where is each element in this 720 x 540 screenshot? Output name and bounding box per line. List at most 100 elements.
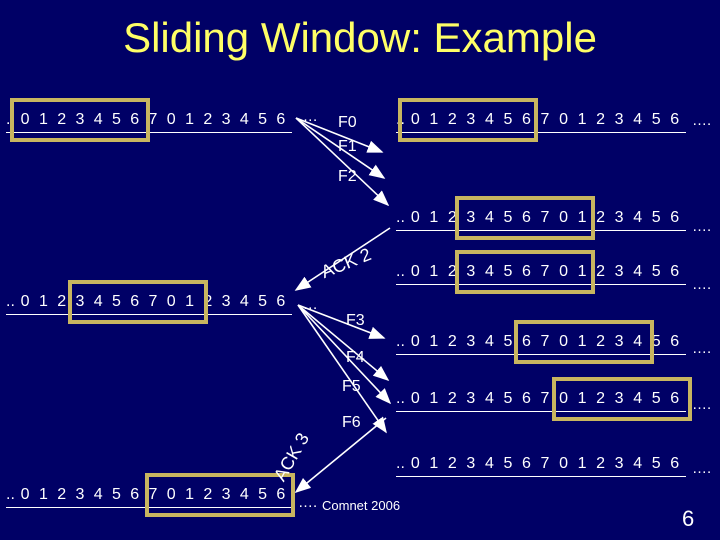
sequence-lead-dots: .. xyxy=(396,390,405,407)
sequence-number: 3 xyxy=(466,263,476,280)
sequence-number: 4 xyxy=(633,263,643,280)
sequence-number: 2 xyxy=(203,486,213,503)
sequence-number: 2 xyxy=(57,293,67,310)
sequence-number: 5 xyxy=(112,486,121,503)
sequence-number: 6 xyxy=(670,209,680,226)
sequence-number: 3 xyxy=(466,390,476,407)
sequence-number: 3 xyxy=(614,209,624,226)
sequence-number: 5 xyxy=(258,111,268,128)
receiver-trail-dots-2: …. xyxy=(692,218,712,235)
sequence-number: 6 xyxy=(670,455,680,472)
frame-label-f0: F0 xyxy=(338,114,357,131)
sequence-number: 4 xyxy=(93,293,103,310)
sequence-number: 2 xyxy=(447,209,457,226)
sequence-number: 0 xyxy=(559,263,568,280)
sequence-number: 6 xyxy=(522,263,531,280)
sequence-number: 0 xyxy=(166,111,176,128)
sequence-number: 7 xyxy=(540,263,550,280)
sequence-number: 6 xyxy=(522,209,531,226)
sequence-number: 3 xyxy=(614,455,624,472)
sender-trail-dots-3: …. xyxy=(298,494,318,511)
sequence-number: 5 xyxy=(651,333,661,350)
sequence-lead-dots: .. xyxy=(6,293,15,310)
sequence-number: 5 xyxy=(503,455,513,472)
sequence-number: 1 xyxy=(577,209,587,226)
sequence-number: 5 xyxy=(112,111,121,128)
sequence-number: 1 xyxy=(38,111,48,128)
sequence-number: 0 xyxy=(559,455,568,472)
sequence-number: 2 xyxy=(447,111,457,128)
sequence-number: 4 xyxy=(633,455,643,472)
sequence-number: 3 xyxy=(614,390,624,407)
sequence-number: 0 xyxy=(20,293,30,310)
sequence-number: 4 xyxy=(484,111,494,128)
sequence-number: 5 xyxy=(112,293,121,310)
sequence-number: 4 xyxy=(239,293,249,310)
sequence-number: 6 xyxy=(276,111,286,128)
receiver-window-5 xyxy=(552,377,692,421)
receiver-window-3 xyxy=(455,250,595,294)
sequence-number: 6 xyxy=(130,293,140,310)
sequence-number: 2 xyxy=(596,390,606,407)
sequence-number: 6 xyxy=(522,390,531,407)
sequence-number: 2 xyxy=(447,455,457,472)
sequence-number: 3 xyxy=(614,333,624,350)
frame-label-f6: F6 xyxy=(342,414,361,431)
sequence-number: 0 xyxy=(166,486,176,503)
sequence-number: 6 xyxy=(670,390,680,407)
sequence-number: 3 xyxy=(75,111,85,128)
f2-arrow xyxy=(295,117,390,207)
sequence-number: 0 xyxy=(410,209,420,226)
frame-label-f1: F1 xyxy=(338,138,357,155)
sequence-number: 1 xyxy=(429,263,439,280)
sequence-number: 2 xyxy=(447,333,457,350)
sender-window-3 xyxy=(145,473,295,517)
sequence-number: 5 xyxy=(503,390,513,407)
sequence-number: 0 xyxy=(559,111,568,128)
sequence-number: 0 xyxy=(410,455,420,472)
sequence-number: 1 xyxy=(185,111,194,128)
sequence-number: 4 xyxy=(484,333,494,350)
sequence-number: 6 xyxy=(522,111,531,128)
sequence-number: 2 xyxy=(447,390,457,407)
sequence-number: 1 xyxy=(38,293,48,310)
sequence-number: 4 xyxy=(633,111,643,128)
sequence-number: 0 xyxy=(559,390,568,407)
sequence-number: 2 xyxy=(447,263,457,280)
sequence-number: 5 xyxy=(258,293,268,310)
sequence-number: 6 xyxy=(130,486,140,503)
sequence-number: 7 xyxy=(540,111,550,128)
sequence-number: 4 xyxy=(93,486,103,503)
ack2-arrow xyxy=(294,227,391,291)
sequence-number: 1 xyxy=(38,486,48,503)
sequence-number: 4 xyxy=(484,390,494,407)
sequence-lead-dots: .. xyxy=(396,333,405,350)
sequence-lead-dots: .. xyxy=(396,209,405,226)
frame-label-f4: F4 xyxy=(346,349,365,366)
receiver-window-2 xyxy=(455,196,595,240)
sequence-number: 5 xyxy=(503,209,513,226)
sequence-number: 2 xyxy=(596,333,606,350)
sequence-number: 0 xyxy=(166,293,176,310)
slide-title: Sliding Window: Example xyxy=(123,14,597,61)
page-number: 6 xyxy=(682,506,695,531)
frame-label-f2: F2 xyxy=(338,168,357,185)
sequence-number: 7 xyxy=(148,111,158,128)
sequence-number: 3 xyxy=(466,111,476,128)
sequence-number: 5 xyxy=(258,486,268,503)
sequence-number: 5 xyxy=(503,111,513,128)
sequence-number: 4 xyxy=(633,390,643,407)
sequence-lead-dots: .. xyxy=(396,455,405,472)
f0-arrow xyxy=(295,117,384,153)
sequence-number: 0 xyxy=(410,333,420,350)
receiver-trail-dots-5: …. xyxy=(692,396,712,413)
sequence-number: 1 xyxy=(577,390,587,407)
sequence-number: 1 xyxy=(577,263,587,280)
sequence-number: 2 xyxy=(596,111,606,128)
f6-arrow xyxy=(297,304,387,434)
